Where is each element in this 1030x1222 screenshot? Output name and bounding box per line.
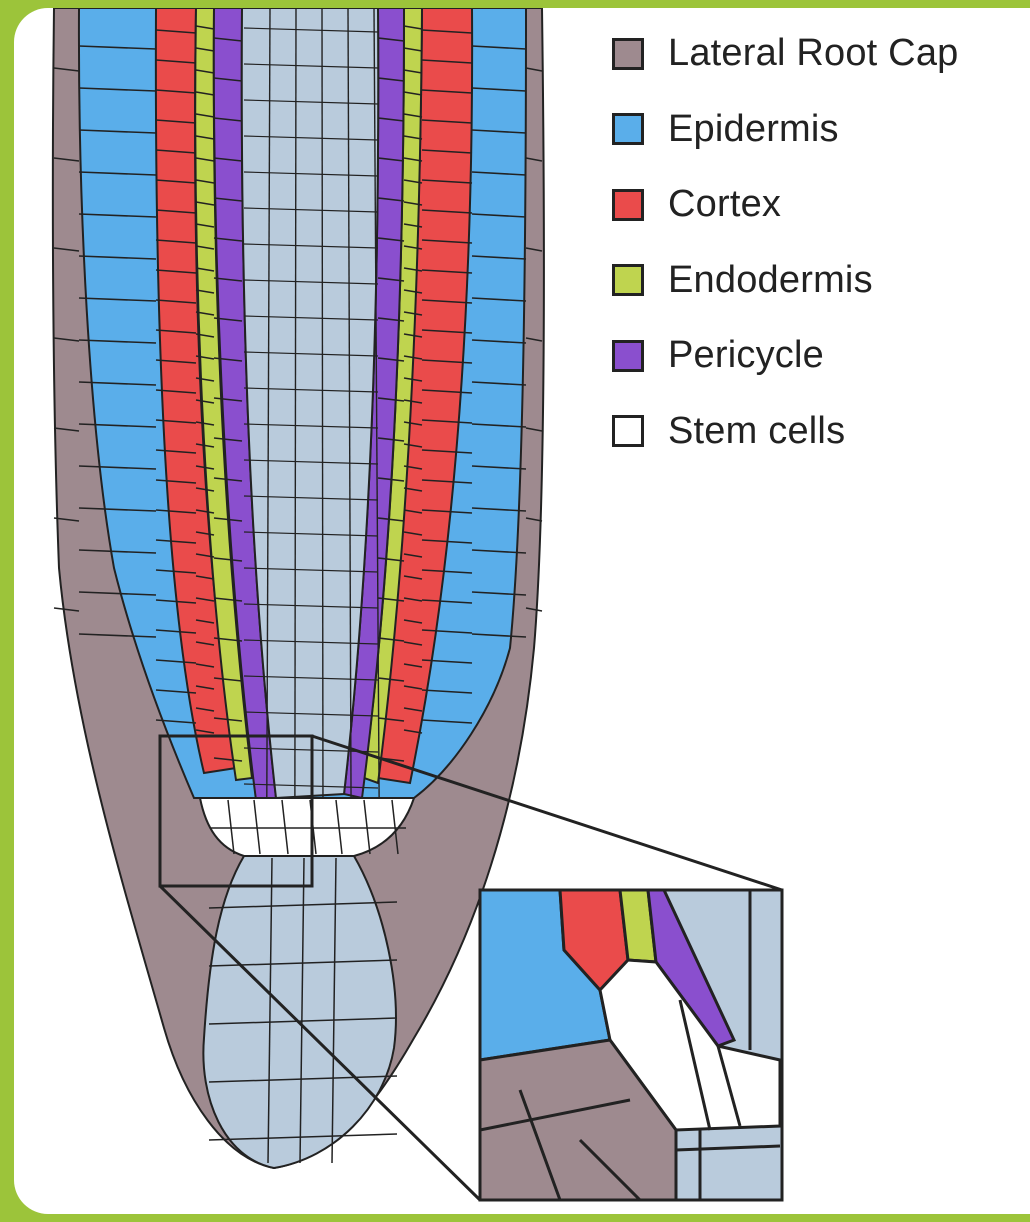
legend-item-stem-cells: Stem cells [612,394,958,470]
swatch-epidermis [612,113,644,145]
swatch-stem-cells [612,415,644,447]
stele-cell-wall [322,8,323,798]
legend-item-lateral-root-cap: Lateral Root Cap [612,16,958,92]
legend-label-lateral-root-cap: Lateral Root Cap [668,32,958,75]
swatch-cortex [612,189,644,221]
legend-label-endodermis: Endodermis [668,259,873,302]
legend-item-cortex: Cortex [612,167,958,243]
figure-panel: Lateral Root Cap Epidermis Cortex Endode… [14,8,1030,1214]
legend: Lateral Root Cap Epidermis Cortex Endode… [612,16,958,469]
legend-item-pericycle: Pericycle [612,318,958,394]
legend-label-epidermis: Epidermis [668,108,839,151]
swatch-endodermis [612,264,644,296]
swatch-pericycle [612,340,644,372]
legend-label-cortex: Cortex [668,183,781,226]
legend-item-endodermis: Endodermis [612,243,958,319]
legend-label-pericycle: Pericycle [668,334,824,377]
root-tissue-layers [53,8,544,1168]
legend-label-stem-cells: Stem cells [668,410,845,453]
zoom-inset [480,890,782,1200]
swatch-lateral-root-cap [612,38,644,70]
legend-item-epidermis: Epidermis [612,92,958,168]
